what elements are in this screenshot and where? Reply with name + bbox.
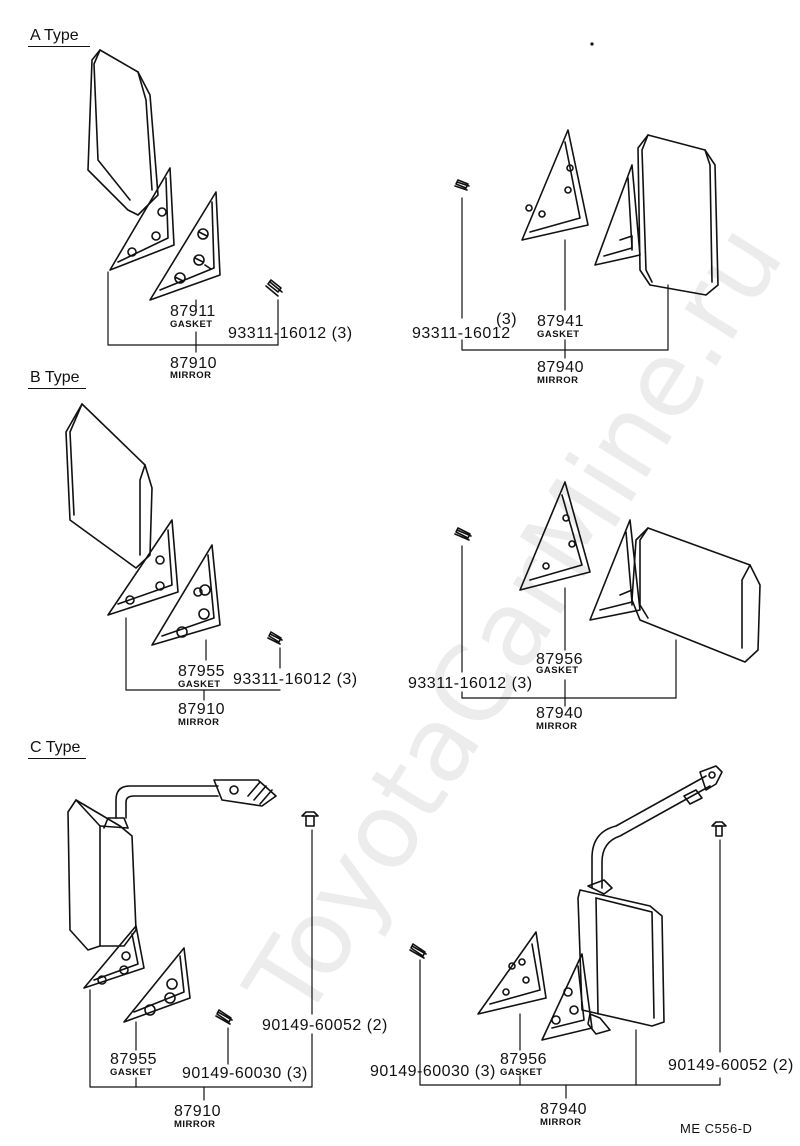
- part-name-mirror: MIRROR: [178, 717, 220, 728]
- part-number-90149-60052: 90149-60052 (2): [668, 1057, 794, 1074]
- c-left-gasket: [83, 925, 145, 989]
- part-number-87956: 87956: [500, 1051, 547, 1068]
- b-left-leaders: [125, 617, 281, 701]
- section-underline-c: [28, 758, 86, 759]
- part-name-gasket: GASKET: [178, 679, 221, 690]
- part-number-87941: 87941: [537, 313, 584, 330]
- a-right-bolt-icon: [454, 179, 470, 191]
- c-left-screw-upper-icon: [301, 811, 319, 827]
- part-number-87940: 87940: [536, 705, 583, 722]
- a-right-leaders: [461, 197, 669, 359]
- section-title-a: A Type: [30, 27, 79, 44]
- section-title-b: B Type: [30, 369, 80, 386]
- b-right-gasket: [519, 481, 591, 591]
- b-right-leaders: [461, 545, 677, 707]
- section-underline-a: [28, 46, 90, 47]
- b-right-mirror: [589, 519, 761, 663]
- part-name-gasket: GASKET: [536, 665, 579, 676]
- part-number-87910: 87910: [170, 355, 217, 372]
- a-left-bolt-icon: [265, 279, 283, 297]
- part-name-gasket: GASKET: [500, 1067, 543, 1078]
- b-left-bolt-icon: [267, 631, 283, 645]
- part-qty: (3): [496, 311, 518, 328]
- part-number-87910: 87910: [178, 701, 225, 718]
- part-number-90149-60030: 90149-60030 (3): [182, 1065, 308, 1082]
- part-number-93311-16012: 93311-16012 (3): [228, 325, 353, 342]
- section-underline-b: [28, 388, 86, 389]
- c-left-arm: [115, 779, 277, 819]
- a-right-gasket: [521, 129, 589, 241]
- part-name-mirror: MIRROR: [170, 370, 212, 381]
- c-right-arm: [591, 765, 723, 889]
- part-name-mirror: MIRROR: [174, 1119, 216, 1130]
- c-left-screw-lower-icon: [215, 1009, 233, 1025]
- part-name-gasket: GASKET: [170, 319, 213, 330]
- c-left-mirror: [67, 799, 137, 951]
- a-left-mirror-base: [149, 191, 221, 301]
- part-name-gasket: GASKET: [110, 1067, 153, 1078]
- part-number-87940: 87940: [537, 359, 584, 376]
- c-left-leaders: [89, 829, 313, 1101]
- c-right-screw-left-icon: [409, 943, 427, 959]
- part-number-93311-16012: 93311-16012 (3): [233, 671, 358, 688]
- part-number-87955: 87955: [178, 663, 225, 680]
- b-left-gasket: [107, 519, 179, 616]
- part-number-90149-60052: 90149-60052 (2): [262, 1017, 388, 1034]
- a-left-leaders: [107, 271, 279, 353]
- b-right-bolt-icon: [454, 527, 472, 541]
- c-right-mirror-base: [541, 953, 593, 1041]
- part-number-93311-16012: 93311-16012 (3): [408, 675, 533, 692]
- a-left-gasket: [109, 167, 175, 271]
- part-name-gasket: GASKET: [537, 329, 580, 340]
- c-right-screw-right-icon: [711, 821, 727, 837]
- part-number-87955: 87955: [110, 1051, 157, 1068]
- c-right-mirror: [577, 879, 665, 1035]
- c-right-gasket: [477, 931, 547, 1015]
- part-name-mirror: MIRROR: [537, 375, 579, 386]
- part-number-87956: 87956: [536, 651, 583, 668]
- part-number-87940: 87940: [540, 1101, 587, 1118]
- part-number-93311-16012: 93311-16012: [412, 325, 511, 342]
- part-number-90149-60030: 90149-60030 (3): [370, 1063, 496, 1080]
- section-title-c: C Type: [30, 739, 81, 756]
- c-right-leaders: [419, 839, 721, 1099]
- part-number-87910: 87910: [174, 1103, 221, 1120]
- part-name-mirror: MIRROR: [536, 721, 578, 732]
- a-right-mirror: [594, 134, 719, 296]
- b-left-mirror-head: [65, 403, 153, 569]
- b-left-mirror-base: [151, 544, 221, 646]
- c-left-mirror-base: [123, 947, 191, 1023]
- a-left-mirror-head: [87, 49, 159, 216]
- part-number-87911: 87911: [170, 303, 216, 320]
- dot-mark: [590, 42, 594, 46]
- drawing-code: ME C556-D: [680, 1121, 753, 1136]
- part-name-mirror: MIRROR: [540, 1117, 582, 1128]
